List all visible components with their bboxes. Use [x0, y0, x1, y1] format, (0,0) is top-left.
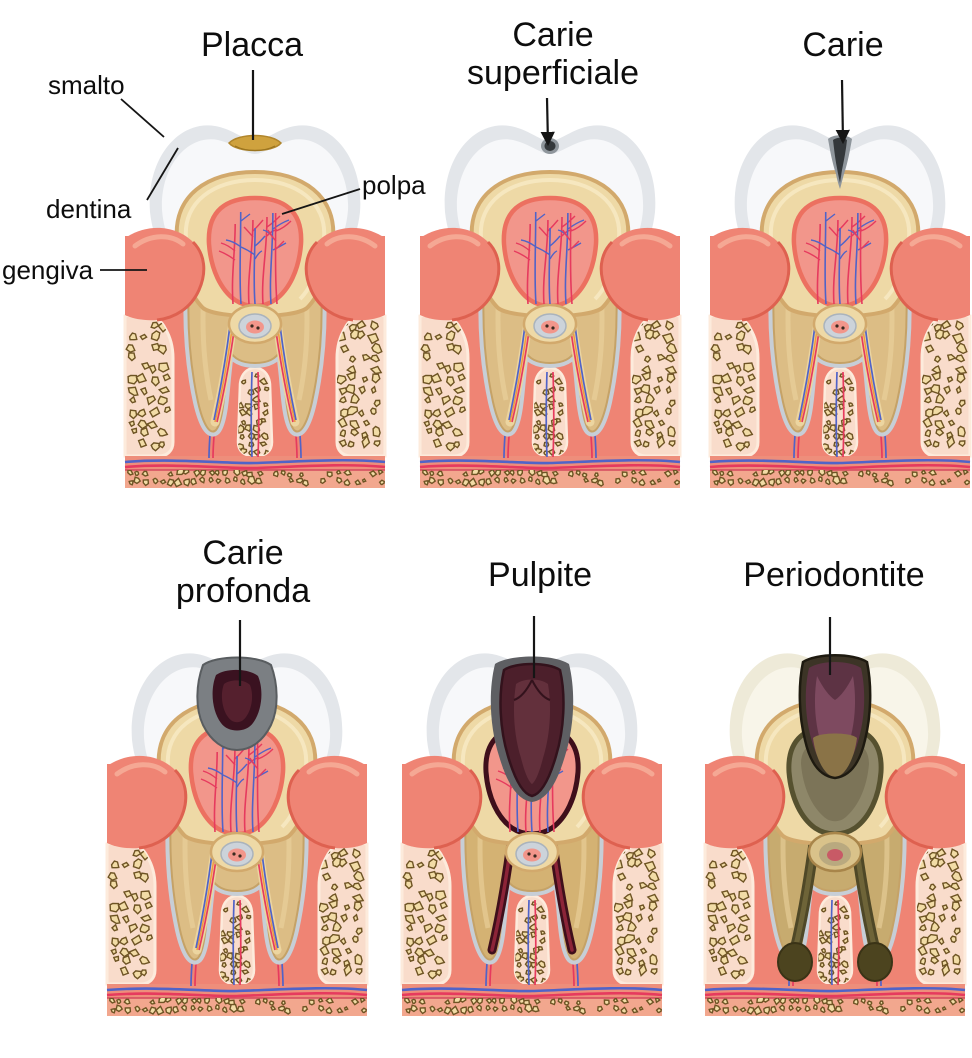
tooth-illustration-carie-superficiale [410, 112, 690, 492]
tooth-svg [708, 125, 972, 488]
tooth-svg [105, 653, 369, 1016]
tooth-svg [418, 125, 682, 488]
panel-title-carie: Carie [802, 26, 884, 64]
panel-title-pulpite: Pulpite [488, 556, 592, 594]
tooth-svg [703, 653, 967, 1016]
tooth-illustration-carie-profonda [97, 640, 377, 1020]
panel-title-placca: Placca [200, 26, 304, 64]
tooth-svg [400, 653, 664, 1016]
panel-carie-superficiale [410, 112, 690, 492]
label-smalto: smalto [48, 70, 125, 100]
tooth-illustration-placca [115, 112, 395, 492]
panel-title-carie-profonda: Carie profonda [175, 534, 311, 611]
panel-placca [115, 112, 395, 492]
tooth-svg [123, 125, 387, 488]
tooth-illustration-periodontite [695, 640, 972, 1020]
label-polpa: polpa [362, 170, 426, 200]
panel-pulpite [392, 640, 672, 1020]
panel-title-periodontite: Periodontite [743, 556, 925, 594]
panel-periodontite [695, 640, 972, 1020]
panel-carie [700, 112, 972, 492]
tooth-illustration-carie [700, 112, 972, 492]
label-gengiva: gengiva [2, 255, 94, 285]
tooth-illustration-pulpite [392, 640, 672, 1020]
label-dentina: dentina [46, 194, 132, 224]
panel-carie-profonda [97, 640, 377, 1020]
panel-title-carie-superficiale: Carie superficiale [467, 16, 639, 93]
